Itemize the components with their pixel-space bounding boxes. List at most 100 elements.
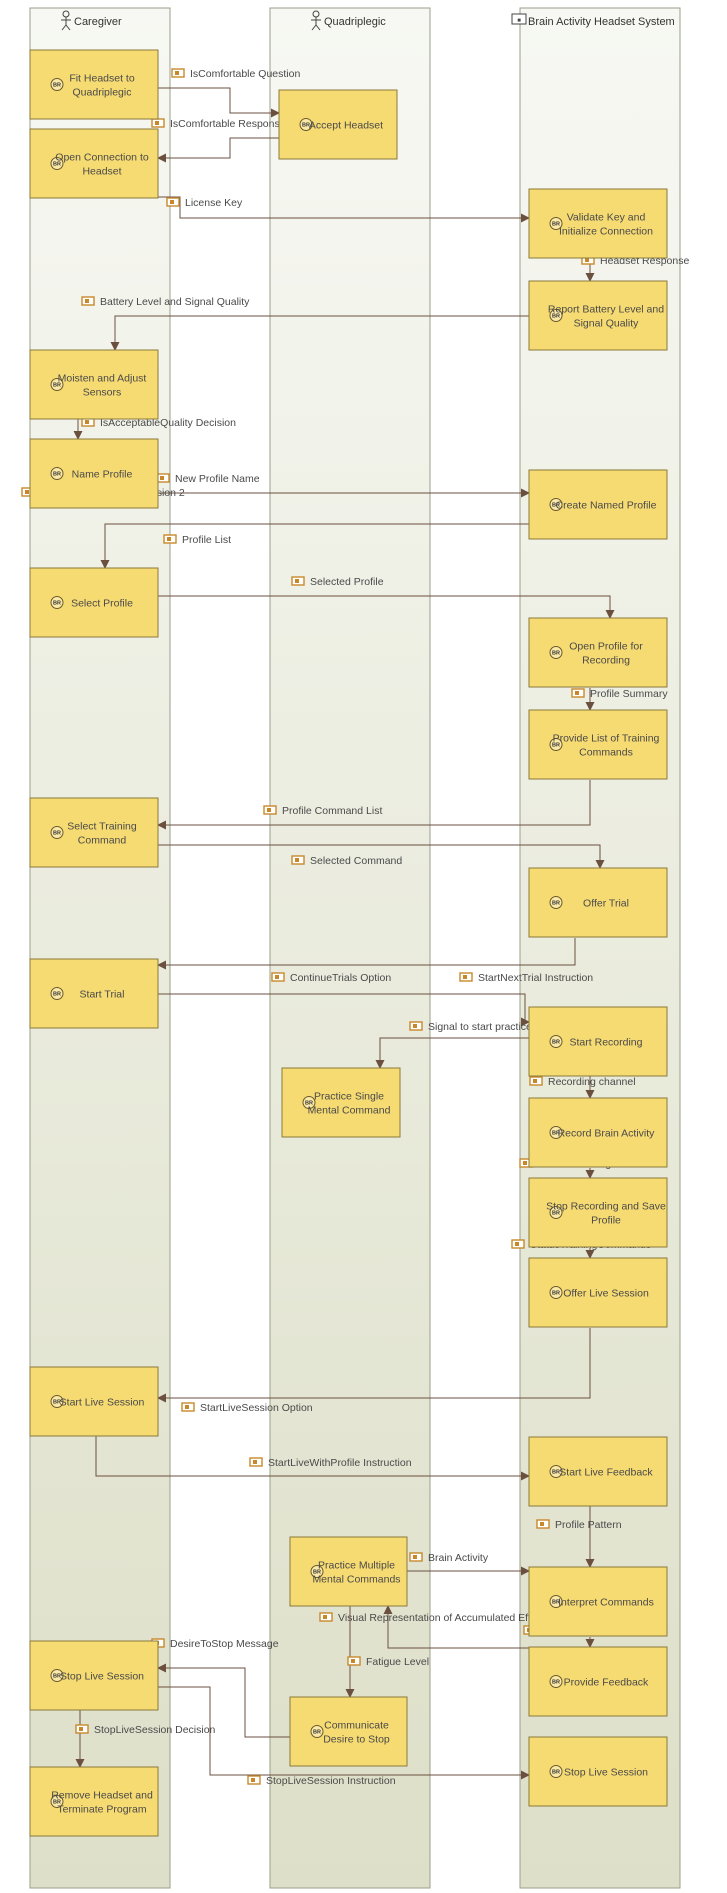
svg-text:BR: BR bbox=[313, 1730, 321, 1736]
activity-label: Recording bbox=[582, 655, 630, 667]
flow-10: Profile Summary bbox=[571, 688, 668, 711]
item-flow-icon bbox=[166, 197, 180, 207]
activity-box[interactable] bbox=[289, 1696, 408, 1767]
swimlane-title: Quadriplegic bbox=[324, 16, 386, 28]
behavior-icon: BR bbox=[299, 118, 313, 131]
behavior-icon: BR bbox=[549, 1765, 563, 1778]
item-flow-icon bbox=[536, 1519, 550, 1529]
activity-label: Name Profile bbox=[72, 469, 133, 481]
flow-label: License Key bbox=[185, 197, 243, 209]
flow-arrow bbox=[157, 1328, 591, 1403]
activity-box[interactable] bbox=[528, 1006, 668, 1077]
actor-icon bbox=[311, 10, 321, 31]
flow-24: Visual Representation of Accumulated Eff… bbox=[319, 1605, 545, 1649]
flow-label: Recording channel bbox=[548, 1076, 636, 1088]
activity-label: Communicate bbox=[324, 1720, 389, 1732]
behavior-icon: BR bbox=[549, 217, 563, 230]
svg-text:BR: BR bbox=[53, 162, 61, 168]
activity-label: Profile bbox=[591, 1215, 621, 1227]
behavior-icon: BR bbox=[549, 309, 563, 322]
activity-box[interactable] bbox=[281, 1067, 401, 1138]
activity-label: Signal Quality bbox=[574, 318, 640, 330]
behavior-icon: BR bbox=[50, 826, 64, 839]
activity-label: Mental Commands bbox=[312, 1574, 400, 1586]
svg-text:BR: BR bbox=[552, 1040, 560, 1046]
activity-box[interactable] bbox=[278, 89, 398, 160]
activity-box[interactable] bbox=[29, 128, 159, 199]
flow-12: Selected Command bbox=[158, 844, 605, 869]
activity-box[interactable] bbox=[29, 349, 159, 420]
flow-arrow bbox=[375, 1037, 529, 1069]
flow-4: Battery Level and Signal Quality bbox=[81, 296, 529, 351]
flow-label: New Profile Name bbox=[175, 473, 260, 485]
activity-label: Provide List of Training bbox=[553, 733, 660, 745]
behavior-icon: BR bbox=[549, 1035, 563, 1048]
activity-label: Select Profile bbox=[71, 598, 133, 610]
svg-text:BR: BR bbox=[53, 472, 61, 478]
flow-arrow bbox=[158, 1686, 530, 1780]
flow-label: StartNextTrial Instruction bbox=[478, 972, 593, 984]
activity-label: Accept Headset bbox=[309, 120, 383, 132]
item-flow-icon bbox=[156, 473, 170, 483]
activity-offer[interactable]: BR Offer Trial bbox=[528, 867, 668, 938]
flow-label: IsAcceptableQuality Decision bbox=[100, 417, 236, 429]
activity-label: Interpret Commands bbox=[558, 1597, 654, 1609]
activity-label: Select Training bbox=[67, 821, 137, 833]
flow-label: IsComfortable Question bbox=[190, 68, 300, 80]
activity-box[interactable] bbox=[289, 1536, 408, 1607]
svg-text:BR: BR bbox=[53, 383, 61, 389]
activity-label: Sensors bbox=[83, 387, 122, 399]
activity-box[interactable] bbox=[29, 49, 159, 120]
svg-text:BR: BR bbox=[53, 992, 61, 998]
activity-label: Stop Recording and Save bbox=[546, 1201, 666, 1213]
svg-text:BR: BR bbox=[53, 1800, 61, 1806]
flow-28: StopLiveSession Decision bbox=[75, 1710, 216, 1768]
activity-box[interactable] bbox=[29, 797, 159, 868]
behavior-icon: BR bbox=[50, 467, 64, 480]
activity-box[interactable] bbox=[29, 1766, 159, 1837]
item-flow-icon bbox=[511, 1239, 525, 1249]
activity-label: Create Named Profile bbox=[556, 500, 657, 512]
svg-text:BR: BR bbox=[552, 314, 560, 320]
flow-label: ContinueTrials Option bbox=[290, 972, 391, 984]
flow-20: StartLiveSession Option bbox=[157, 1328, 591, 1414]
flow-2: License Key bbox=[158, 196, 530, 223]
behavior-icon: BR bbox=[549, 738, 563, 751]
item-flow-icon bbox=[271, 972, 285, 982]
activity-name[interactable]: BR Name Profile bbox=[29, 438, 159, 509]
flow-13: ContinueTrials Option bbox=[157, 938, 576, 984]
behavior-icon: BR bbox=[549, 896, 563, 909]
flow-label: Profile Pattern bbox=[555, 1519, 622, 1531]
activity-label: Offer Trial bbox=[583, 898, 629, 910]
svg-text:BR: BR bbox=[552, 1131, 560, 1137]
svg-text:BR: BR bbox=[305, 1101, 313, 1107]
flow-label: Brain Activity bbox=[428, 1552, 489, 1564]
activity-label: Command bbox=[78, 835, 127, 847]
